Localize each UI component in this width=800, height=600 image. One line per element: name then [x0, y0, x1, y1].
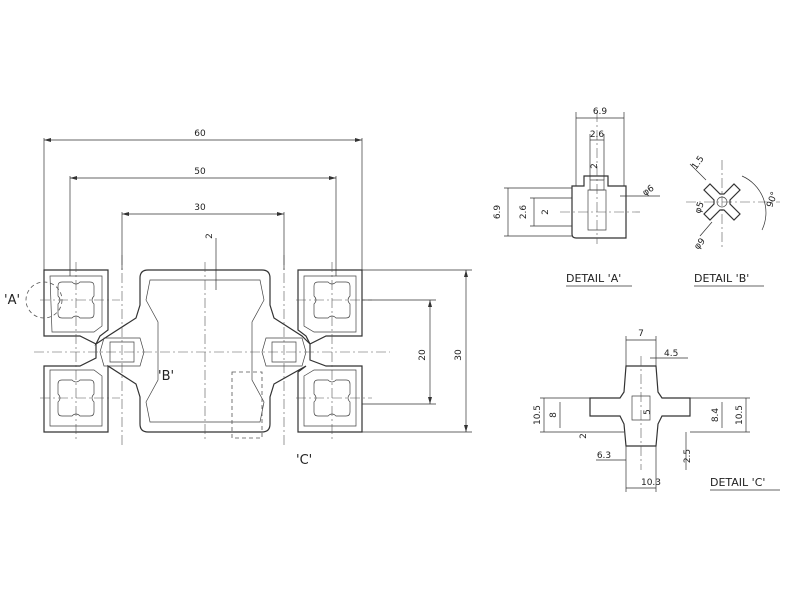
label-a: 'A' — [4, 293, 20, 308]
label-b: 'B' — [158, 369, 174, 384]
detail-a-dim-6-9-left: 6.9 — [493, 205, 503, 220]
detail-c-dim-6-3: 6.3 — [597, 451, 611, 461]
detail-b-dim-1-5: 1.5 — [690, 154, 706, 171]
detail-a-outline — [571, 175, 627, 239]
dim-60: 60 — [194, 129, 206, 139]
detail-b: 1.5 90° φ5 φ9 DETAIL 'B' — [686, 154, 780, 287]
detail-c-title: DETAIL 'C' — [710, 476, 765, 489]
detail-c-outline — [231, 371, 263, 439]
detail-c-dim-10-3: 10.3 — [641, 478, 661, 488]
centre-lines — [34, 255, 390, 445]
detail-c-dim-8-4: 8.4 — [711, 408, 721, 423]
detail-b-shape — [703, 183, 741, 221]
detail-b-dim-r1: φ5 — [693, 201, 706, 215]
detail-a-circle — [25, 281, 63, 319]
detail-c-outline — [589, 365, 691, 447]
detail-a-title: DETAIL 'A' — [566, 272, 621, 285]
profile-inner-outline — [49, 275, 357, 427]
slot-cores — [57, 281, 351, 417]
dim-30-top: 30 — [194, 203, 206, 213]
dimension-lines — [44, 138, 468, 432]
detail-b-dim-angle: 90° — [765, 191, 780, 209]
detail-c: 7 4.5 10.5 8 5 8.4 10.5 2 6.3 2.5 10.3 D… — [533, 329, 780, 492]
detail-b-title: DETAIL 'B' — [694, 272, 749, 285]
main-profile-view: 60 50 30 2 30 20 'A' 'B' 'C' — [4, 129, 472, 468]
detail-c-dim-10-5-right: 10.5 — [735, 405, 745, 425]
detail-c-dim-5: 5 — [643, 409, 653, 415]
dim-20-right: 20 — [418, 349, 428, 361]
detail-a-dim-2-top: 2 — [590, 163, 600, 169]
detail-c-dim-2: 2 — [579, 433, 589, 439]
dim-2-wall: 2 — [205, 233, 215, 239]
detail-a-dim-2-left: 2 — [541, 209, 551, 215]
detail-c-dim-8: 8 — [549, 412, 559, 418]
detail-a-dim-2-6-left: 2.6 — [519, 205, 529, 220]
profile-outline — [43, 269, 363, 433]
extension-lines — [43, 138, 472, 433]
label-c: 'C' — [296, 453, 312, 468]
dim-50: 50 — [194, 167, 206, 177]
dim-30-right: 30 — [454, 349, 464, 361]
detail-a: 6.9 2.6 2 φ6 6.9 2.6 2 DETAIL 'A' — [493, 107, 660, 287]
detail-a-dim-2-6-top: 2.6 — [590, 130, 605, 140]
detail-c-dim-4-5: 4.5 — [664, 349, 678, 359]
detail-a-dim-6-9-top: 6.9 — [593, 107, 608, 117]
detail-c-dim-10-5-left: 10.5 — [533, 405, 543, 425]
detail-c-dim-2-5: 2.5 — [683, 449, 693, 463]
detail-c-dim-7: 7 — [638, 329, 644, 339]
detail-b-dim-r2: φ9 — [693, 236, 708, 252]
